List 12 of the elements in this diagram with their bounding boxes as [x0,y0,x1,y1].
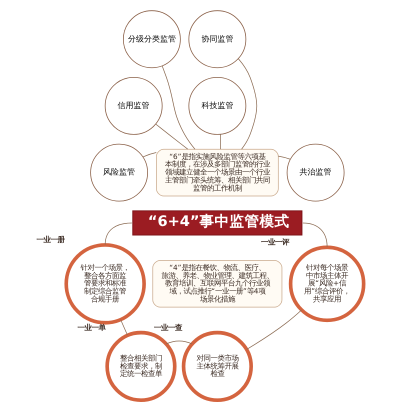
connector [120,319,128,336]
connector [142,152,157,158]
connector [302,222,328,248]
connector [166,340,192,344]
connector [220,134,221,150]
connector [246,310,302,350]
connector [238,58,258,150]
connector [155,124,188,150]
connector [104,222,132,246]
node-box: “6+4”事中监管模式 [132,210,302,236]
connector [278,156,291,160]
connector [162,65,196,150]
